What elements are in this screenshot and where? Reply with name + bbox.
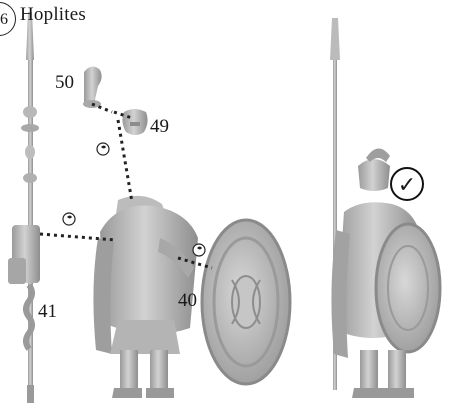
spear-part [8,12,40,403]
glue-drop-icon [63,213,75,225]
part-label-40: 40 [178,290,197,312]
glue-drop-icon [97,143,109,155]
helmet-crest-part [83,66,102,108]
part-label-50: 50 [55,72,74,94]
checkmark-circle-icon: ✓ [390,167,424,201]
part-label-41: 41 [38,301,57,323]
assembled-hoplite [330,18,440,398]
page-title: Hoplites [20,4,86,26]
shield-part [202,220,290,384]
head-part [122,109,147,135]
part-label-49: 49 [150,116,169,138]
glue-drop-icon [193,244,205,256]
